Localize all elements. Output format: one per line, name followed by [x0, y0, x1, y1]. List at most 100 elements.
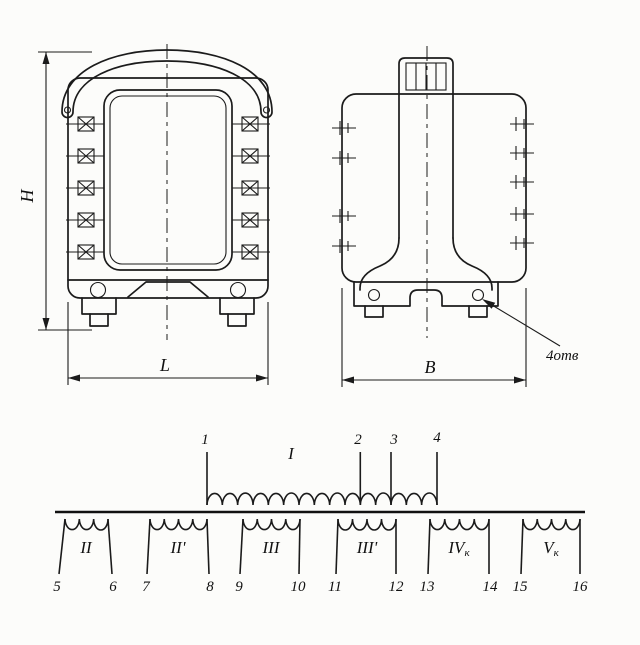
terminal-number: 13	[420, 579, 435, 595]
strap-bolt-right	[262, 106, 271, 114]
secondary-coil	[242, 518, 301, 531]
foot-tab	[227, 313, 247, 327]
terminal-board	[398, 57, 454, 95]
strap-bolt-left	[63, 106, 72, 114]
terminal-screw	[232, 212, 270, 228]
terminal-lead	[239, 518, 244, 575]
secondary-winding: IVк 13 14	[420, 518, 499, 595]
coil-column	[359, 93, 493, 291]
secondary-coil	[522, 518, 581, 531]
side-terminal	[510, 175, 534, 189]
terminal-lead	[58, 518, 66, 575]
side-terminal	[332, 151, 356, 165]
terminal-screw	[232, 244, 270, 260]
terminal-lead	[335, 518, 339, 575]
side-terminal	[332, 239, 356, 253]
terminal-lead	[146, 518, 151, 575]
terminal-screw	[66, 212, 104, 228]
side-feet	[353, 281, 499, 318]
foot-tab	[364, 305, 384, 318]
terminal-number: 12	[389, 579, 405, 595]
terminal-screw	[66, 180, 104, 196]
side-terminal	[510, 207, 534, 221]
dimension-h: H	[17, 51, 92, 331]
secondary-winding-label: II	[79, 538, 93, 557]
terminal-lead	[298, 518, 301, 575]
terminal-screw	[232, 148, 270, 164]
terminal-number: 11	[328, 579, 342, 595]
secondary-coil	[64, 518, 109, 531]
side-terminal	[510, 146, 534, 160]
holes-leader	[486, 301, 561, 347]
terminal-screw	[232, 116, 270, 132]
secondary-winding-label: IVк	[447, 538, 470, 559]
terminal-number: 4	[433, 430, 441, 446]
side-body	[341, 93, 527, 283]
dimension-b: B	[341, 288, 527, 387]
secondary-coil	[149, 518, 208, 531]
secondary-winding: III 9 10	[235, 518, 307, 595]
secondary-winding-label: III	[262, 538, 281, 557]
secondary-winding-label: Vк	[543, 538, 559, 559]
terminal-number: 9	[235, 579, 243, 595]
primary-winding-label: I	[287, 444, 295, 463]
terminal-number: 10	[291, 579, 307, 595]
front-view: H L	[17, 44, 273, 385]
terminal-number: 6	[109, 579, 117, 595]
mounting-strap	[61, 49, 273, 119]
dimension-l-label: L	[159, 355, 170, 375]
holes-note-label: 4отв	[546, 348, 579, 364]
terminal-number: 5	[53, 579, 61, 595]
secondary-winding-label: II'	[170, 538, 186, 557]
terminal-screws-left	[66, 116, 104, 260]
secondary-winding: III' 11 12	[328, 518, 405, 595]
terminal-screw	[232, 180, 270, 196]
primary-winding: 1 2 3 4 I	[201, 430, 441, 506]
terminal-number: 8	[206, 579, 214, 595]
secondary-winding-label: III'	[356, 538, 378, 557]
coil-window-outer	[103, 89, 233, 271]
dimension-b-label: B	[425, 357, 436, 377]
terminal-number: 1	[201, 432, 209, 448]
bracket-bolt	[229, 281, 247, 299]
terminal-lead	[206, 518, 210, 575]
terminal-lead	[427, 518, 431, 575]
secondary-winding: Vк 15 16	[513, 518, 589, 595]
side-terminals-left	[332, 121, 356, 253]
mounting-hole	[471, 288, 485, 302]
secondary-winding: II 5 6	[53, 518, 117, 595]
side-terminal	[510, 236, 534, 250]
terminal-lead	[107, 518, 113, 575]
terminal-lead	[520, 518, 524, 575]
winding-schematic: 1 2 3 4 I II 5 6 II' 7 8	[53, 430, 588, 595]
mounting-foot	[81, 297, 117, 315]
foot-tab	[468, 305, 488, 318]
dimension-l: L	[67, 302, 269, 385]
terminal-number: 14	[483, 579, 499, 595]
terminal-screw	[66, 148, 104, 164]
terminal-number: 16	[573, 579, 589, 595]
mounting-bracket	[67, 279, 269, 327]
side-terminal	[510, 117, 534, 131]
holes-leader-arrow	[482, 299, 496, 309]
terminal-number: 3	[389, 432, 398, 448]
terminal-number: 15	[513, 579, 529, 595]
holes-note: 4отв	[482, 299, 579, 364]
secondary-winding: II' 7 8	[142, 518, 214, 595]
primary-coil	[206, 492, 438, 506]
foot-tab	[89, 313, 109, 327]
mounting-foot	[219, 297, 255, 315]
side-terminal	[332, 121, 356, 135]
terminal-number: 7	[142, 579, 151, 595]
secondary-coil	[429, 518, 490, 531]
terminal-screw	[66, 244, 104, 260]
secondary-coil	[337, 518, 397, 531]
side-terminals-right	[510, 117, 534, 250]
mounting-hole	[367, 288, 381, 302]
terminal-screws-right	[232, 116, 270, 260]
terminal-number: 2	[354, 432, 362, 448]
side-view: B 4отв	[332, 46, 579, 387]
bracket-bolt	[89, 281, 107, 299]
dimension-h-label: H	[17, 189, 37, 204]
